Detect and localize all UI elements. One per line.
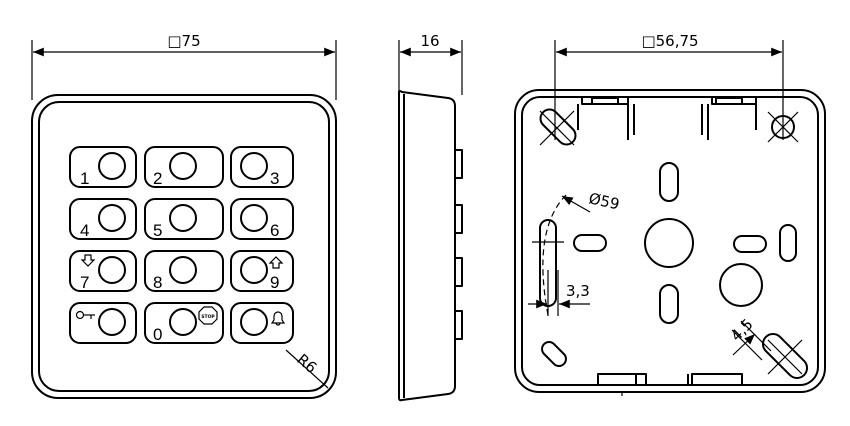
front-housing-outer bbox=[31, 94, 337, 399]
slot-top-center bbox=[659, 162, 679, 202]
front-width-label: □75 bbox=[167, 32, 200, 50]
top-clips bbox=[577, 97, 757, 140]
key-label-8: 8 bbox=[153, 273, 162, 292]
arrow-up-icon bbox=[268, 256, 284, 269]
front-width-dimension: □75 bbox=[31, 32, 337, 100]
pitch-diameter-label: Ø59 bbox=[587, 189, 621, 213]
back-view: □56,75 bbox=[514, 32, 826, 396]
key-4 bbox=[69, 198, 137, 240]
front-view: □75 R6 1 2 3 4 5 bbox=[31, 32, 337, 399]
key-2 bbox=[144, 146, 224, 188]
mount-slot-top-left bbox=[539, 108, 577, 146]
back-width-dimension: □56,75 bbox=[554, 32, 784, 140]
stop-label: STOP bbox=[201, 314, 215, 320]
key-label-3: 3 bbox=[270, 169, 279, 188]
pitch-circle-arc bbox=[542, 194, 567, 316]
side-key-2 bbox=[454, 204, 463, 234]
bell-icon bbox=[270, 311, 286, 326]
secondary-hole bbox=[719, 263, 763, 307]
wall-offset-dimension: 3,3 bbox=[528, 270, 590, 316]
slot-right-edge bbox=[779, 224, 797, 262]
key-8 bbox=[144, 250, 224, 292]
key-label-5: 5 bbox=[153, 221, 162, 240]
wall-offset-label: 3,3 bbox=[566, 282, 590, 300]
side-depth-dimension: 16 bbox=[398, 32, 463, 95]
key-key bbox=[69, 302, 137, 344]
stop-icon: STOP bbox=[198, 306, 218, 325]
key-label-9: 9 bbox=[270, 273, 279, 292]
side-profile bbox=[398, 90, 456, 402]
side-depth-label: 16 bbox=[420, 32, 439, 50]
key-label-1: 1 bbox=[80, 169, 89, 188]
slot-width-label: 4,5 bbox=[727, 315, 757, 345]
key-label-0: 0 bbox=[153, 325, 162, 344]
key-label-4: 4 bbox=[80, 221, 89, 240]
key-label-2: 2 bbox=[153, 169, 162, 188]
side-key-4 bbox=[454, 310, 463, 340]
side-key-1 bbox=[454, 149, 463, 179]
arrow-down-icon bbox=[80, 254, 96, 267]
key-7 bbox=[69, 250, 137, 292]
mount-hole-top-right bbox=[767, 111, 799, 143]
back-housing-inner bbox=[521, 96, 819, 386]
key-label-7: 7 bbox=[80, 273, 89, 292]
side-view: 16 bbox=[398, 32, 463, 402]
keypad: 1 2 3 4 5 6 7 8 bbox=[69, 146, 294, 344]
slot-left-center bbox=[573, 234, 607, 252]
slot-bottom-center bbox=[659, 284, 679, 324]
corner-radius-callout: R6 bbox=[285, 349, 329, 389]
key-5 bbox=[144, 198, 224, 240]
key-6 bbox=[230, 198, 294, 240]
key-bell bbox=[230, 302, 294, 344]
front-housing-inner bbox=[38, 101, 330, 392]
slot-right-center bbox=[733, 235, 767, 253]
key-label-6: 6 bbox=[270, 221, 279, 240]
mount-slot-bottom-right bbox=[761, 332, 809, 380]
bottom-clips bbox=[597, 373, 743, 396]
corner-radius-label: R6 bbox=[293, 350, 320, 377]
side-key-3 bbox=[454, 257, 463, 287]
key-1 bbox=[69, 146, 137, 188]
back-width-label: □56,75 bbox=[641, 32, 698, 50]
center-cable-hole bbox=[644, 218, 694, 268]
key-9 bbox=[230, 250, 294, 292]
mount-slot-bottom-left bbox=[541, 341, 567, 367]
key-3 bbox=[230, 146, 294, 188]
pitch-diameter-callout: Ø59 bbox=[561, 189, 621, 213]
back-housing-outer bbox=[514, 89, 826, 393]
key-icon bbox=[75, 310, 95, 320]
key-0 bbox=[144, 302, 224, 344]
